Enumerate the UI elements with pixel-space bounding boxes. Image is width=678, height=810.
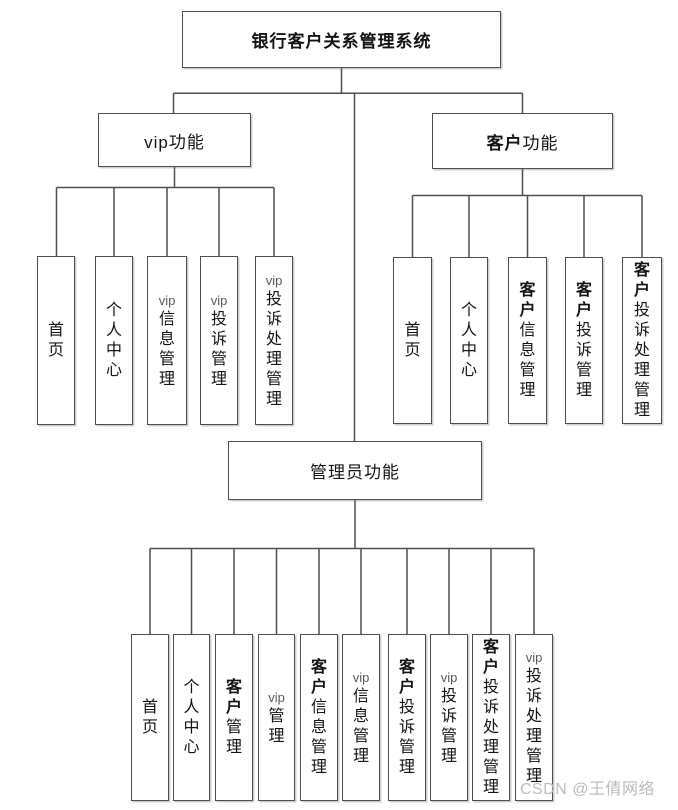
vip-child-home: 首页 (37, 256, 75, 425)
node-customer-functions: 客户功能 (432, 113, 613, 169)
node-vip-functions: vip功能 (98, 113, 251, 167)
admin-child-customer-complaint-handling-mgmt: 客户投诉处理管理 (472, 634, 510, 801)
admin-child-customer-mgmt: 客户管理 (215, 634, 253, 801)
connector-admin-branch (149, 500, 535, 634)
connector-customer-branch (411, 169, 643, 257)
customer-child-personal-center: 个人中心 (450, 257, 488, 424)
customer-child-customer-complaint-mgmt: 客户投诉管理 (565, 257, 603, 424)
admin-child-personal-center: 个人中心 (173, 634, 210, 801)
customer-child-customer-complaint-handling-mgmt: 客户投诉处理管理 (622, 257, 662, 424)
node-admin-functions: 管理员功能 (228, 441, 482, 500)
admin-child-customer-info-mgmt: 客户信息管理 (300, 634, 338, 801)
node-bank-crm-root: 银行客户关系管理系统 (182, 11, 501, 68)
customer-child-customer-info-mgmt: 客户信息管理 (508, 257, 547, 424)
admin-child-customer-complaint-mgmt: 客户投诉管理 (388, 634, 426, 801)
customer-child-home: 首页 (393, 257, 432, 424)
admin-child-home: 首页 (131, 634, 169, 801)
connector-vip-branch (55, 167, 275, 256)
watermark: CSDN @王倩网络 (520, 781, 656, 798)
vip-child-personal-center: 个人中心 (95, 256, 133, 425)
